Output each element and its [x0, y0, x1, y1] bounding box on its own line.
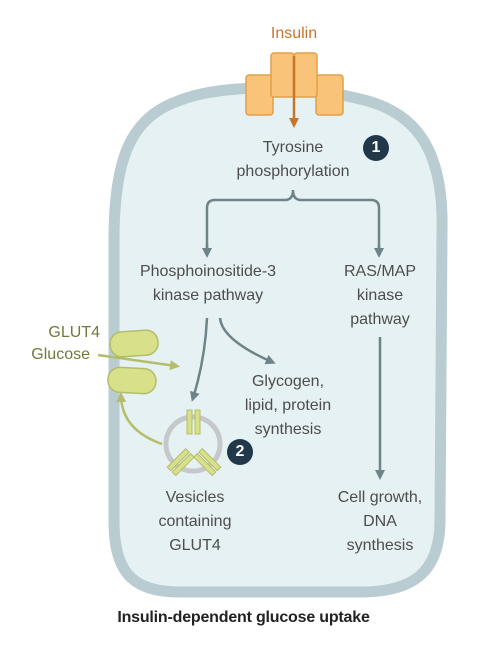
vesicles-line-3: GLUT4 — [169, 537, 221, 554]
arrow-pi3k-to-glycogen — [218, 317, 276, 365]
rasmap-line-3: pathway — [350, 311, 410, 328]
glut4-transporter — [107, 329, 159, 395]
arrow-pi3k-to-vesicle — [190, 317, 209, 402]
vesicles-line-1: Vesicles — [165, 489, 225, 506]
glucose-arrow — [97, 353, 180, 371]
glut4-vesicle — [163, 409, 223, 477]
tyrosine-line-2: phosphorylation — [236, 163, 350, 180]
vesicles-label: Vesicles containing GLUT4 — [140, 486, 250, 558]
cell-growth-line-1: Cell growth, — [337, 489, 423, 506]
rasmap-line-1: RAS/MAP — [343, 263, 416, 280]
glycogen-line-1: Glycogen, — [251, 373, 325, 390]
step-1-badge — [363, 135, 389, 161]
glycogen-line-3: synthesis — [254, 421, 322, 438]
vesicle-to-membrane-arrow — [116, 392, 163, 446]
branch-bracket — [205, 189, 381, 252]
pi3k-label: Phosphoinositide-3 kinase pathway — [128, 260, 288, 308]
figure-caption: Insulin-dependent glucose uptake — [117, 609, 370, 626]
glut4-label: GLUT4 — [48, 324, 100, 341]
pi3k-line-2: kinase pathway — [152, 287, 264, 304]
rasmap-label: RAS/MAP kinase pathway — [330, 260, 430, 332]
glucose-label: Glucose — [31, 346, 90, 363]
vesicles-line-2: containing — [158, 513, 232, 530]
step-2-number: 2 — [235, 443, 245, 460]
cell-growth-line-3: synthesis — [346, 537, 414, 554]
tyrosine-label: Tyrosine phosphorylation — [223, 136, 363, 184]
glycogen-line-2: lipid, protein — [244, 397, 332, 414]
rasmap-line-2: kinase — [356, 287, 404, 304]
pi3k-line-1: Phosphoinositide-3 — [139, 263, 277, 280]
insulin-label: Insulin — [270, 25, 318, 42]
glycogen-label: Glycogen, lipid, protein synthesis — [228, 370, 348, 442]
tyrosine-line-1: Tyrosine — [262, 139, 324, 156]
step-1-number: 1 — [371, 139, 381, 156]
step-2-badge — [227, 439, 253, 465]
cell-growth-label: Cell growth, DNA synthesis — [320, 486, 440, 558]
cell-growth-line-2: DNA — [363, 513, 397, 530]
